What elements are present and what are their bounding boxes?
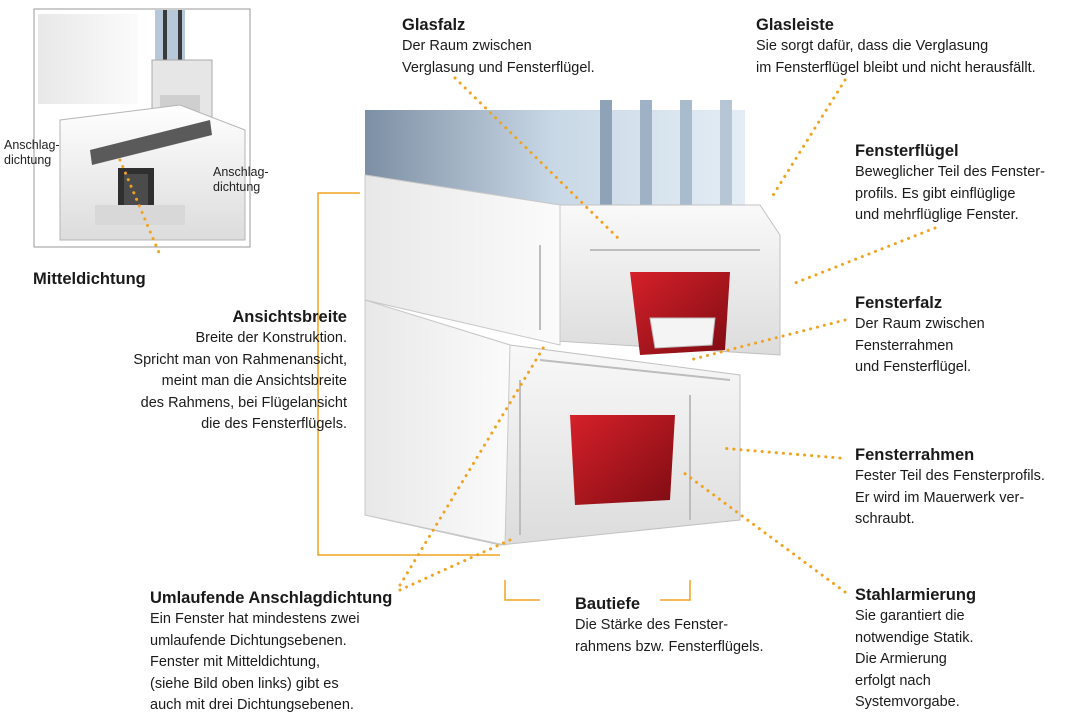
label-bautiefe-title: Bautiefe xyxy=(575,595,641,613)
label-glasleiste-title: Glasleiste xyxy=(756,16,834,34)
label-bautiefe-desc: Die Stärke des Fenster- rahmens bzw. Fen… xyxy=(575,617,764,655)
label-umlaufende-title: Umlaufende Anschlagdichtung xyxy=(150,589,393,607)
label-fensterfalz-desc: Der Raum zwischen Fensterrahmen und Fens… xyxy=(855,316,985,375)
label-glasleiste-desc: Sie sorgt dafür, dass die Verglasung im … xyxy=(756,38,1036,76)
label-umlaufende-anschlagdichtung: Umlaufende Anschlagdichtung Ein Fenster … xyxy=(150,587,392,717)
inset-image xyxy=(33,8,251,248)
label-fensterfalz: Fensterfalz Der Raum zwischen Fensterrah… xyxy=(855,292,985,379)
label-glasleiste: Glasleiste Sie sorgt dafür, dass die Ver… xyxy=(756,14,1036,79)
label-glasfalz-desc: Der Raum zwischen Verglasung und Fenster… xyxy=(402,38,595,76)
label-fensterrahmen-desc: Fester Teil des Fensterprofils. Er wird … xyxy=(855,468,1045,527)
dimension-brackets xyxy=(317,192,691,601)
label-stahlarmierung-desc: Sie garantiert die notwendige Statik. Di… xyxy=(855,608,974,710)
label-umlaufende-desc: Ein Fenster hat mindestens zwei umlaufen… xyxy=(150,611,360,713)
main-profile xyxy=(364,100,781,546)
label-ansichtsbreite-desc: Breite der Konstruktion. Spricht man von… xyxy=(133,330,347,432)
label-fensterfluegel-title: Fensterflügel xyxy=(855,142,959,160)
label-fensterrahmen-title: Fensterrahmen xyxy=(855,446,975,464)
leader-lines xyxy=(118,76,937,594)
label-fensterrahmen: Fensterrahmen Fester Teil des Fensterpro… xyxy=(855,444,1045,531)
label-glasfalz-title: Glasfalz xyxy=(402,16,466,34)
label-stahlarmierung: Stahlarmierung Sie garantiert die notwen… xyxy=(855,584,976,714)
inset-label-mitteldichtung: Mitteldichtung xyxy=(33,270,146,288)
inset-label-anschlagdichtung-right: Anschlag- dichtung xyxy=(213,165,269,194)
label-ansichtsbreite: Ansichtsbreite Breite der Konstruktion. … xyxy=(120,306,347,436)
label-fensterfalz-title: Fensterfalz xyxy=(855,294,943,312)
label-stahlarmierung-title: Stahlarmierung xyxy=(855,586,977,604)
label-bautiefe: Bautiefe Die Stärke des Fenster- rahmens… xyxy=(575,593,764,658)
label-fensterfluegel: Fensterflügel Beweglicher Teil des Fenst… xyxy=(855,140,1045,227)
label-fensterfluegel-desc: Beweglicher Teil des Fenster- profils. E… xyxy=(855,164,1045,223)
label-ansichtsbreite-title: Ansichtsbreite xyxy=(232,308,347,326)
label-glasfalz: Glasfalz Der Raum zwischen Verglasung un… xyxy=(402,14,595,79)
inset-label-anschlagdichtung-left: Anschlag- dichtung xyxy=(4,138,60,167)
